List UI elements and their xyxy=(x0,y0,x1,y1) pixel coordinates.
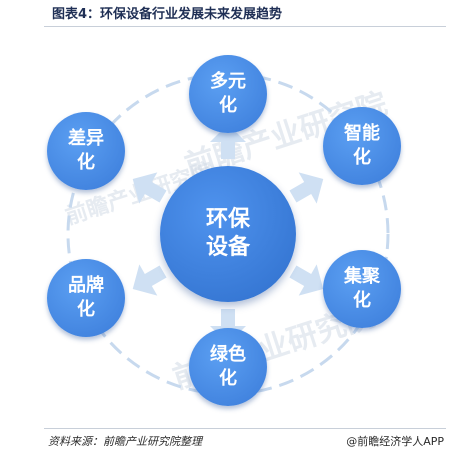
chart-title: 图表4：环保设备行业发展未来发展趋势 xyxy=(52,7,283,22)
footer-divider xyxy=(44,428,446,429)
arrow-lower-left xyxy=(132,264,167,296)
trend-node-intelligence: 智能化 xyxy=(323,107,401,185)
trend-node-label: 智能化 xyxy=(344,123,380,168)
trend-node-green: 绿色化 xyxy=(189,328,267,406)
arrow-down xyxy=(210,309,246,344)
trend-node-agglomeration: 集聚化 xyxy=(323,250,401,328)
orbit-ring xyxy=(66,72,390,396)
brand-credit: @前瞻经济学人APP xyxy=(346,435,444,448)
trend-node-label: 绿色化 xyxy=(210,344,246,389)
trend-node-label: 集聚化 xyxy=(344,266,380,311)
source-note: 资料来源：前瞻产业研究院整理 xyxy=(48,435,202,448)
arrow-upper-right xyxy=(289,172,324,204)
trend-node-label: 多元化 xyxy=(210,71,246,116)
title-divider xyxy=(44,26,446,27)
trend-node-differentiation: 差异化 xyxy=(47,112,125,190)
arrow-upper-left xyxy=(132,172,167,204)
trend-node-branding: 品牌化 xyxy=(47,259,125,337)
center-node-label: 环保设备 xyxy=(205,207,250,260)
arrows xyxy=(132,124,324,344)
trend-node-diversification: 多元化 xyxy=(189,55,267,133)
arrow-lower-right xyxy=(289,264,324,296)
center-node: 环保设备 xyxy=(160,166,296,302)
trend-node-label: 品牌化 xyxy=(68,275,104,320)
trend-node-label: 差异化 xyxy=(68,128,104,173)
arrow-up xyxy=(210,124,246,159)
